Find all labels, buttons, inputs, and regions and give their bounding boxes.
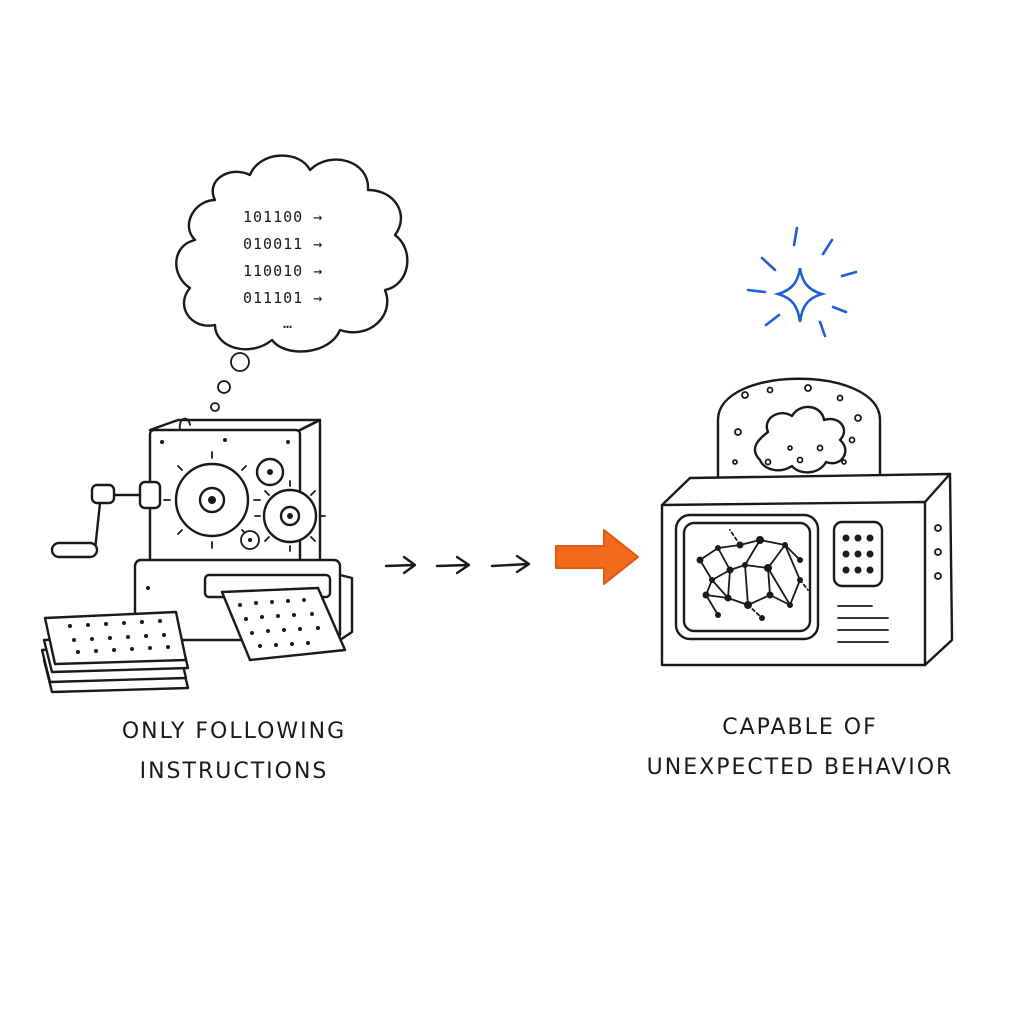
mechanical-machine [40, 417, 354, 694]
left-caption: ONLY FOLLOWING INSTRUCTIONS [84, 712, 384, 792]
right-caption: CAPABLE OF UNEXPECTED BEHAVIOR [630, 708, 970, 788]
keypad [832, 520, 884, 588]
vent-lines [837, 605, 889, 643]
crank-handle-icon [50, 480, 162, 559]
network-screen [674, 513, 820, 641]
sparkle-icon [746, 226, 858, 338]
small-gear-icon [240, 457, 285, 550]
left-caption-line-1: ONLY FOLLOWING [121, 719, 347, 744]
thought-cloud: 101100 → 010011 → 110010 → 011101 → … [175, 154, 409, 412]
small-arrow-icon-2 [435, 555, 471, 575]
punch-card-stack [40, 610, 190, 694]
punch-card-output [220, 586, 347, 662]
right-caption-line-1: CAPABLE OF [722, 715, 878, 740]
large-gear-icon [163, 451, 261, 549]
modern-device [660, 377, 954, 667]
thought-line-5: … [283, 314, 293, 332]
left-caption-line-2: INSTRUCTIONS [139, 759, 329, 784]
thought-line-4: 011101 → [243, 289, 323, 307]
right-caption-line-2: UNEXPECTED BEHAVIOR [646, 755, 954, 780]
medium-gear-icon [254, 480, 326, 552]
thought-line-2: 010011 → [243, 235, 323, 253]
orange-arrow-icon [555, 529, 639, 585]
small-arrow-icon-1 [384, 555, 417, 575]
small-arrow-icon-3 [490, 554, 531, 574]
thought-line-3: 110010 → [243, 262, 323, 280]
thought-line-1: 101100 → [243, 208, 323, 226]
brain-dome [716, 377, 882, 480]
